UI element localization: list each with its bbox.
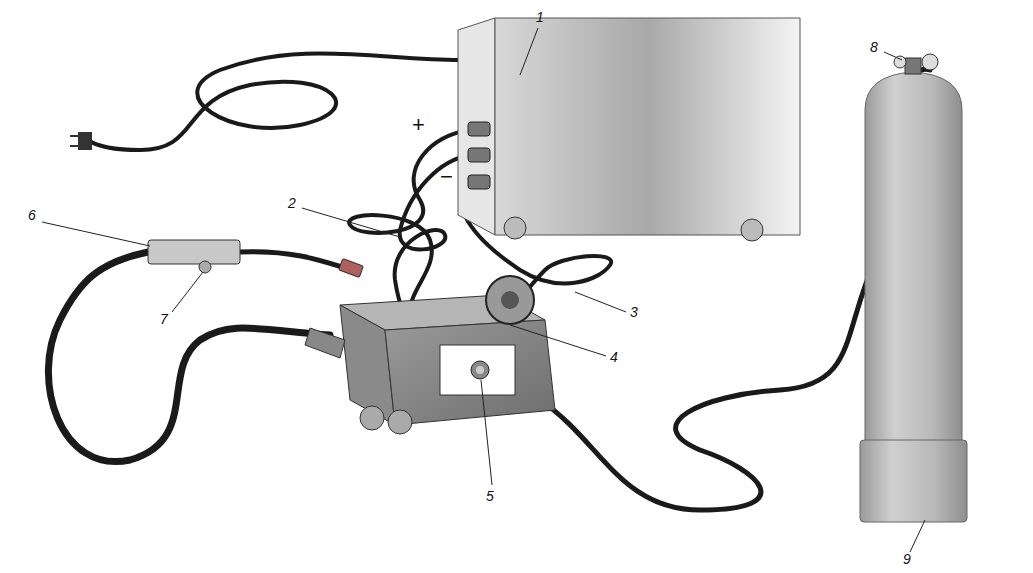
callout-number: 2: [288, 196, 296, 210]
polarity-sign: +: [412, 114, 425, 136]
callout-number: 7: [160, 312, 168, 326]
callout-number: 5: [486, 489, 494, 503]
wire-feeder: [305, 276, 555, 434]
leader-lines: [42, 28, 925, 552]
polarity-sign: −: [440, 166, 453, 188]
mains-plug: [70, 132, 92, 150]
callout-number: 9: [903, 552, 911, 566]
callout-number: 3: [630, 305, 638, 319]
welding-torch: [148, 240, 363, 277]
callout-number: 4: [610, 350, 618, 364]
power-source: [458, 18, 800, 241]
callout-number: 1: [536, 10, 544, 24]
callout-number: 6: [28, 208, 36, 222]
gas-cylinder: [860, 54, 967, 522]
callout-number: 8: [870, 40, 878, 54]
